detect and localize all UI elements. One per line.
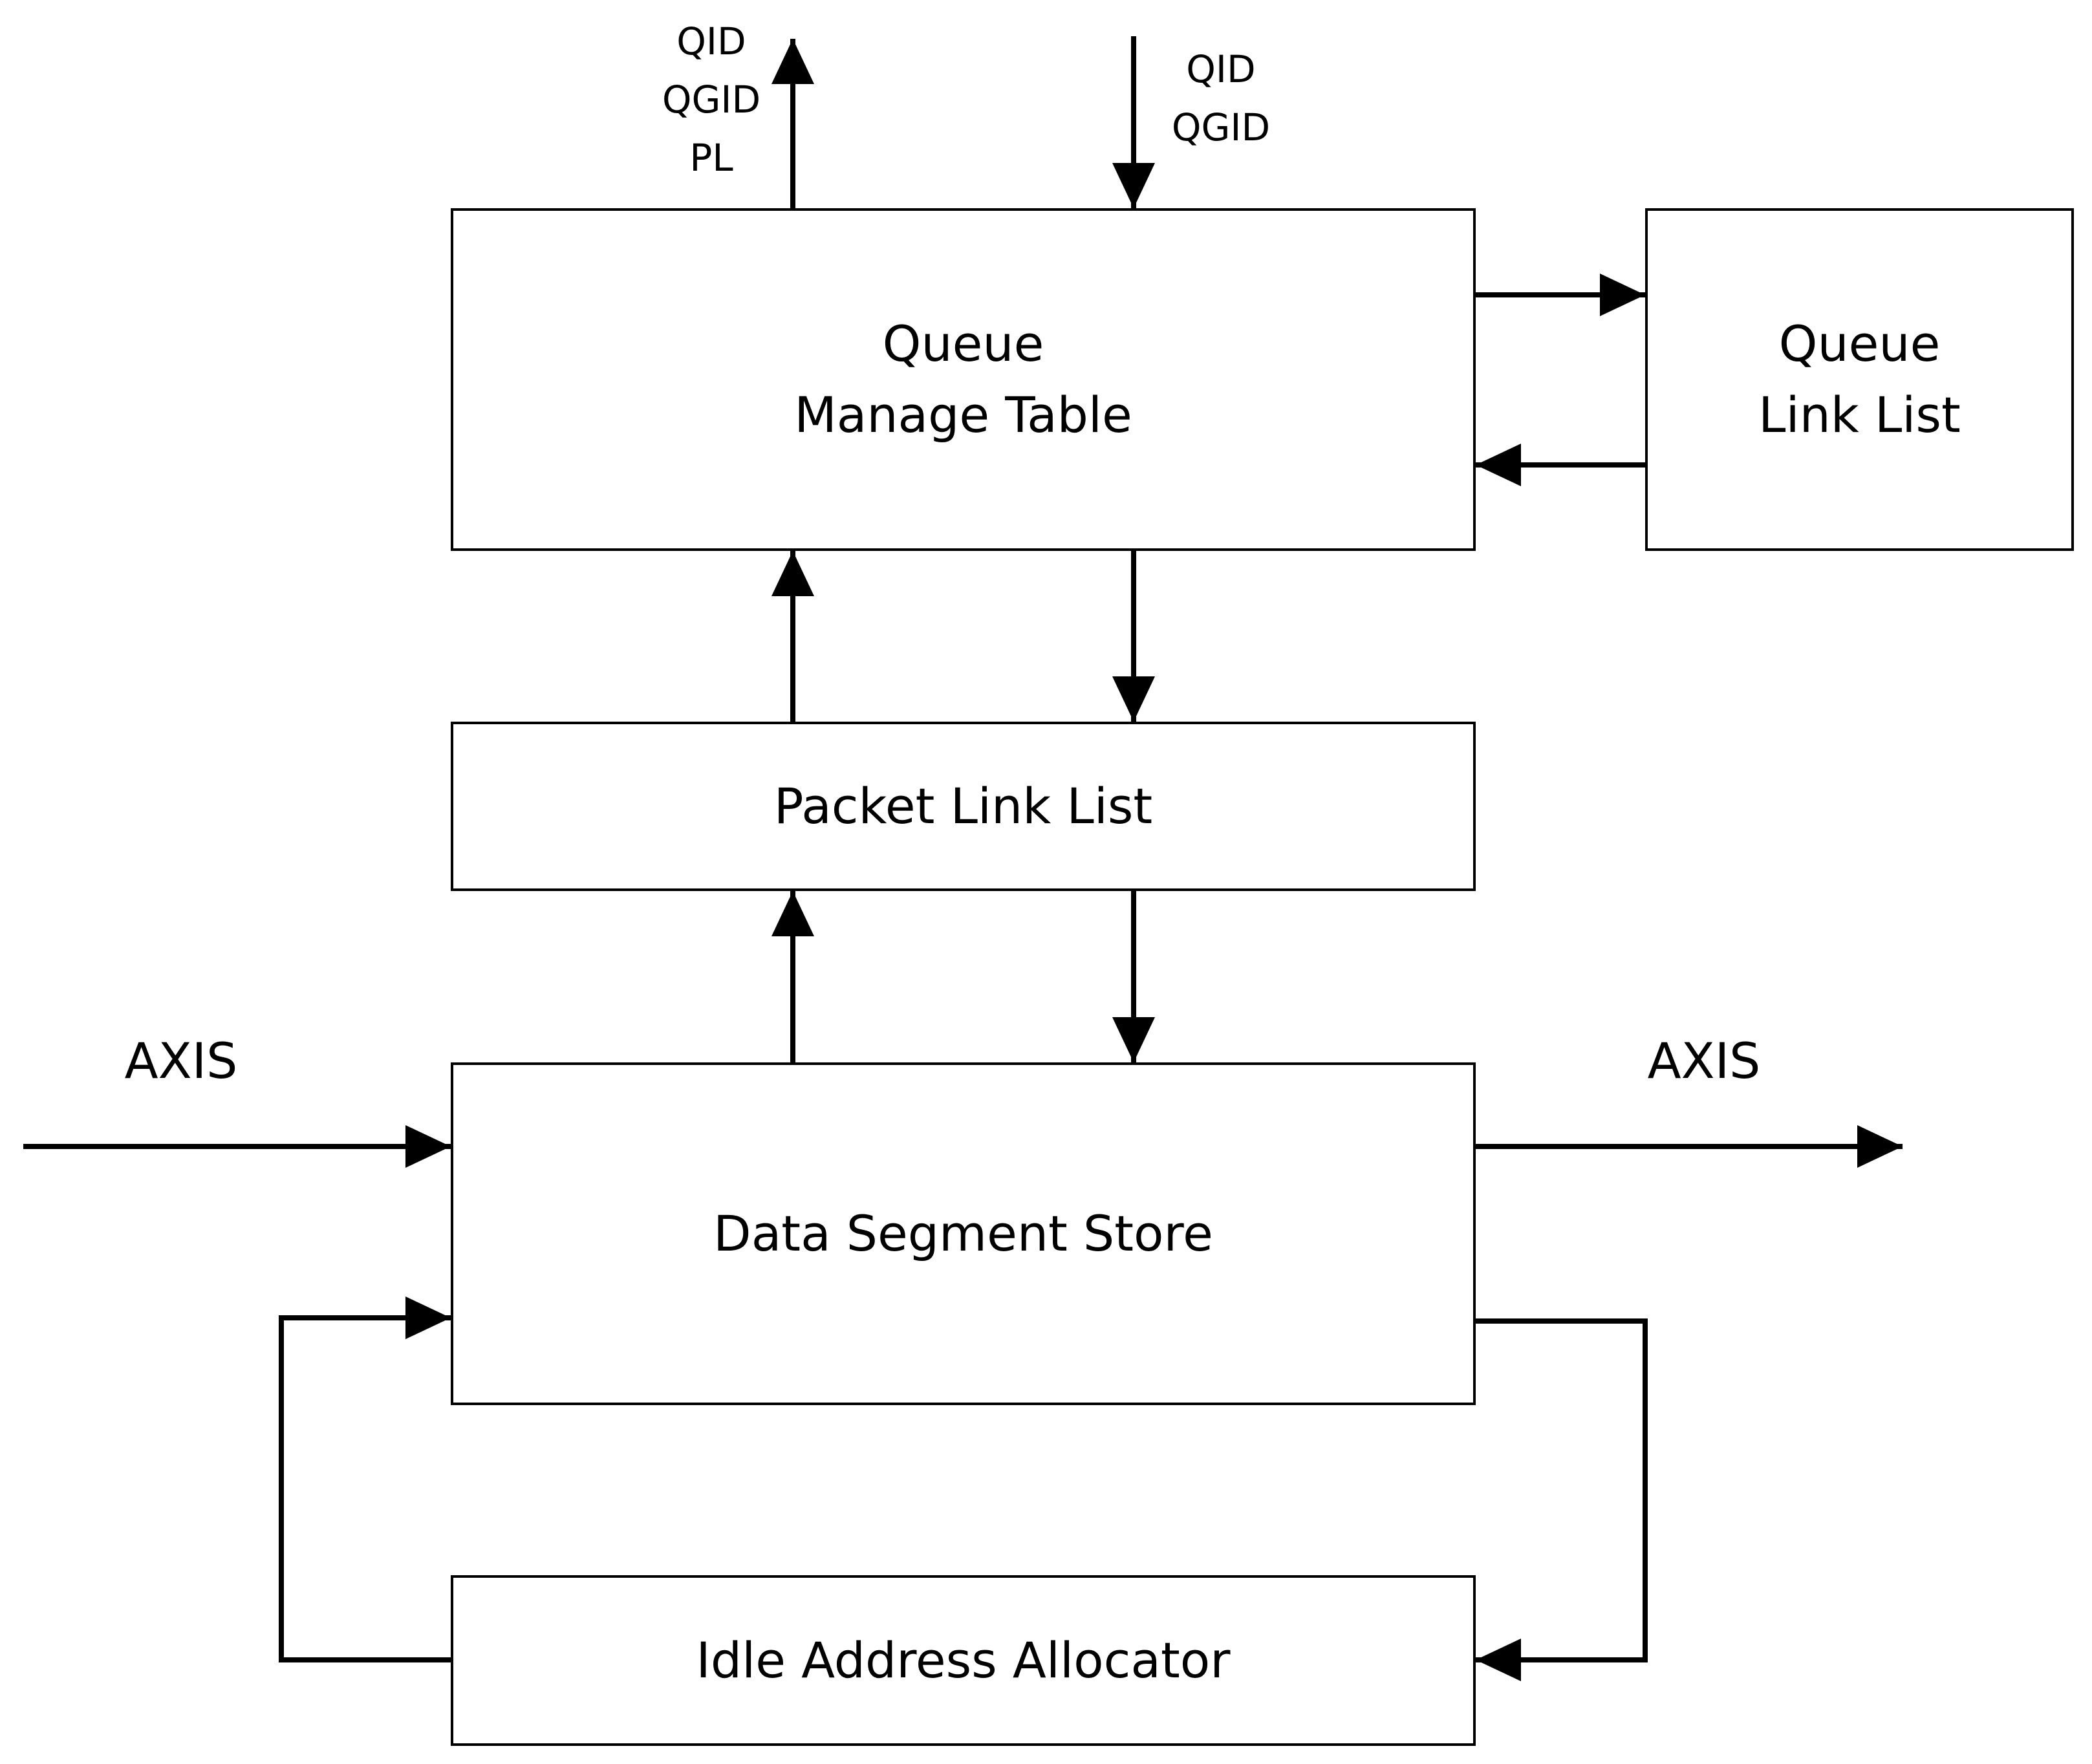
queue-link-list-label-line1: Queue <box>1778 314 1941 372</box>
signal-output-top-label: QID QGID PL <box>640 13 782 188</box>
signal-qid-out: QID <box>676 19 746 63</box>
packet-link-list-block: Packet Link List <box>451 722 1476 891</box>
signal-qid-in: QID <box>1186 47 1256 91</box>
queue-manage-table-block: Queue Manage Table <box>451 208 1476 551</box>
queue-manage-table-label-line1: Queue <box>882 314 1044 372</box>
signal-input-top-label: QID QGID <box>1150 41 1292 157</box>
queue-link-list-block: Queue Link List <box>1645 208 2074 551</box>
idle-address-allocator-block: Idle Address Allocator <box>451 1575 1476 1746</box>
axis-in-label: AXIS <box>124 1032 238 1090</box>
queue-link-list-label-line2: Link List <box>1758 386 1961 444</box>
packet-link-list-label: Packet Link List <box>773 777 1153 835</box>
signal-pl-out: PL <box>689 135 733 180</box>
data-segment-store-label: Data Segment Store <box>713 1204 1213 1262</box>
queue-manage-table-label-line2: Manage Table <box>794 386 1132 444</box>
axis-out-label: AXIS <box>1647 1032 1761 1090</box>
arrow-iaa-to-dss <box>279 1296 451 1662</box>
idle-address-allocator-label: Idle Address Allocator <box>696 1631 1231 1689</box>
signal-qgid-out: QGID <box>662 77 761 122</box>
signal-qgid-in: QGID <box>1171 105 1271 149</box>
arrow-dss-to-iaa <box>1476 1318 1648 1681</box>
data-segment-store-block: Data Segment Store <box>451 1062 1476 1405</box>
